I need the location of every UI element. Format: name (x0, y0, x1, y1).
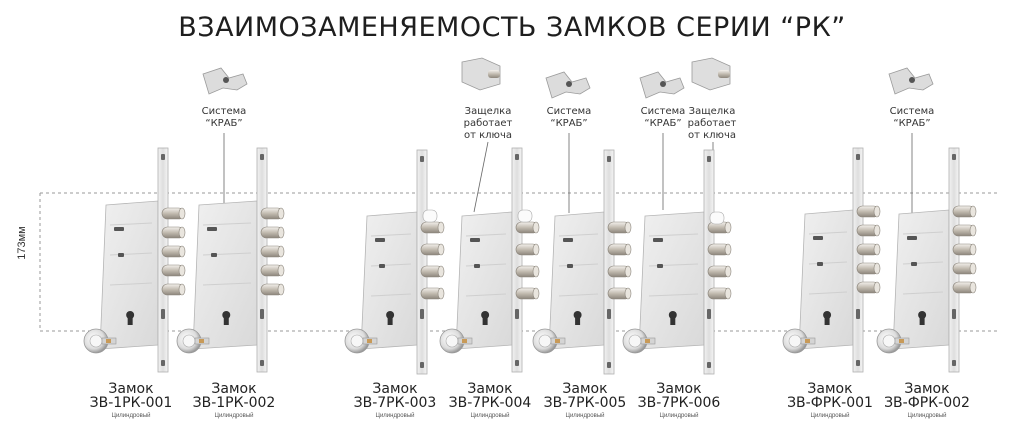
lock-name: Замок (807, 381, 853, 397)
lock-label-8: Замок ЗВ-ФРК-002 Цилиндровый (872, 382, 982, 421)
lock-code: ЗВ-1РК-001 (89, 395, 173, 411)
lock-4 (439, 147, 540, 373)
lock-7 (782, 147, 881, 373)
lock-label-4: Замок ЗВ-7РК-004 Цилиндровый (435, 382, 545, 421)
latch-tongue (422, 209, 438, 223)
page-title: ВЗАИМОЗАМЕНЯЕМОСТЬ ЗАМКОВ СЕРИИ “РК” (178, 12, 846, 43)
lock-name: Замок (562, 381, 608, 397)
latch-tongue (709, 211, 725, 225)
lock-label-6: Замок ЗВ-7РК-006 Цилиндровый (624, 382, 734, 421)
krab-part-icon-4 (888, 67, 934, 95)
lock-type: Цилиндровый (659, 413, 699, 419)
lock-3 (344, 149, 445, 375)
lock-type: Цилиндровый (214, 413, 254, 419)
lock-type: Цилиндровый (810, 413, 850, 419)
note-latch-key-1: Защелка работает от ключа (463, 106, 513, 141)
lock-name: Замок (108, 381, 154, 397)
latch-tongue (517, 209, 533, 223)
latch-part-icon-2 (691, 57, 731, 91)
lock-code: ЗВ-ФРК-002 (884, 395, 970, 411)
lock-name: Замок (372, 381, 418, 397)
lock-type: Цилиндровый (111, 413, 151, 419)
lock-type: Цилиндровый (375, 413, 415, 419)
latch-part-icon-1 (461, 57, 501, 91)
lock-name: Замок (904, 381, 950, 397)
lock-code: ЗВ-7РК-004 (448, 395, 532, 411)
lock-code: ЗВ-1РК-002 (192, 395, 276, 411)
lock-6 (622, 149, 732, 375)
lock-label-2: Замок ЗВ-1РК-002 Цилиндровый (179, 382, 289, 421)
lock-5 (532, 149, 632, 375)
lock-label-1: Замок ЗВ-1РК-001 Цилиндровый (76, 382, 186, 421)
note-krab-system-1: Система “КРАБ” (201, 106, 247, 129)
note-leaders (223, 133, 913, 215)
krab-part-icon-2 (545, 71, 591, 99)
lock-code: ЗВ-7РК-003 (353, 395, 437, 411)
lock-8 (876, 147, 977, 373)
lock-label-5: Замок ЗВ-7РК-005 Цилиндровый (530, 382, 640, 421)
lock-name: Замок (656, 381, 702, 397)
lock-label-7: Замок ЗВ-ФРК-001 Цилиндровый (775, 382, 885, 421)
dimension-label: 173мм (16, 226, 28, 260)
lock-code: ЗВ-7РК-006 (637, 395, 721, 411)
lock-code: ЗВ-ФРК-001 (787, 395, 873, 411)
lock-type: Цилиндровый (565, 413, 605, 419)
note-krab-system-4: Система “КРАБ” (889, 106, 935, 129)
lock-type: Цилиндровый (470, 413, 510, 419)
lock-type: Цилиндровый (907, 413, 947, 419)
lock-label-3: Замок ЗВ-7РК-003 Цилиндровый (340, 382, 450, 421)
note-krab-system-3: Система “КРАБ” (640, 106, 686, 129)
lock-name: Замок (467, 381, 513, 397)
note-krab-system-2: Система “КРАБ” (546, 106, 592, 129)
lock-code: ЗВ-7РК-005 (543, 395, 627, 411)
lock-2 (176, 147, 285, 373)
lock-1 (83, 147, 186, 373)
lock-name: Замок (211, 381, 257, 397)
note-latch-key-2: Защелка работает от ключа (687, 106, 737, 141)
krab-part-icon-1 (202, 67, 248, 95)
locks-layer (83, 147, 977, 375)
krab-part-icon-3 (639, 71, 685, 99)
